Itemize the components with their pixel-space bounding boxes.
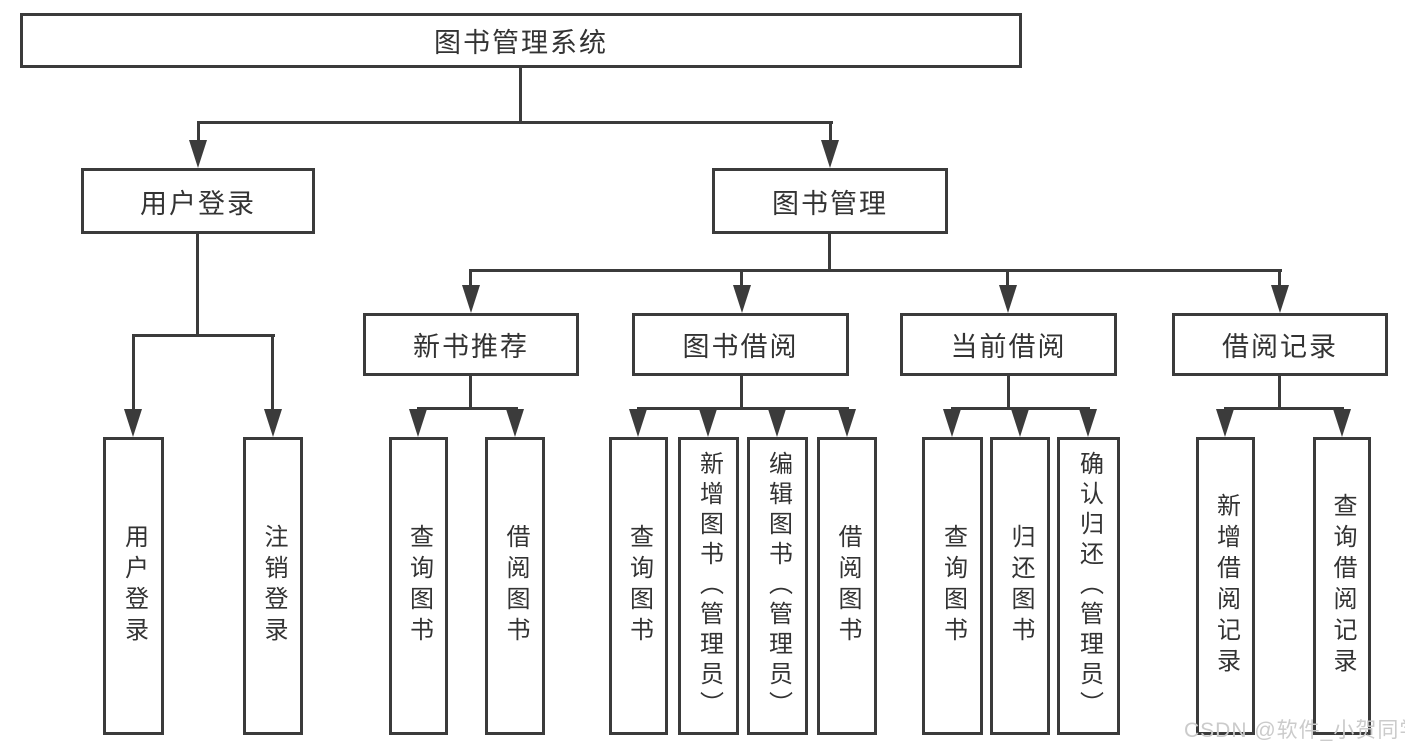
- node-book-borrow: 图书借阅: [632, 313, 849, 376]
- node-user-login: 用户登录: [81, 168, 315, 234]
- arrow-head-icon: [1271, 285, 1289, 313]
- connector-line: [197, 121, 833, 124]
- leaf-recommend-query-books: 查询图书: [389, 437, 448, 735]
- arrow-head-icon: [943, 409, 961, 437]
- arrow-head-icon: [629, 409, 647, 437]
- arrow-head-icon: [768, 409, 786, 437]
- node-root: 图书管理系统: [20, 13, 1022, 68]
- arrow-head-icon: [821, 140, 839, 168]
- node-borrow-record: 借阅记录: [1172, 313, 1388, 376]
- connector-line: [519, 68, 522, 122]
- leaf-confirm-return-admin: 确认归还（管理员）: [1057, 437, 1120, 735]
- leaf-recommend-borrow-books: 借阅图书: [485, 437, 545, 735]
- arrow-head-icon: [1333, 409, 1351, 437]
- connector-line: [132, 334, 275, 337]
- arrow-head-icon: [264, 409, 282, 437]
- arrow-head-icon: [124, 409, 142, 437]
- node-new-book-recommend: 新书推荐: [363, 313, 579, 376]
- leaf-edit-books-admin: 编辑图书（管理员）: [747, 437, 808, 735]
- connector-line: [469, 376, 472, 410]
- connector-line: [1224, 407, 1344, 410]
- connector-line: [132, 334, 135, 412]
- connector-line: [951, 407, 1090, 410]
- arrow-head-icon: [1216, 409, 1234, 437]
- arrow-head-icon: [189, 140, 207, 168]
- arrow-head-icon: [999, 285, 1017, 313]
- leaf-current-query-books: 查询图书: [922, 437, 983, 735]
- leaf-add-borrow-record: 新增借阅记录: [1196, 437, 1255, 735]
- watermark: CSDN @软件_小贺同学: [1184, 719, 1405, 742]
- leaf-add-books-admin: 新增图书（管理员）: [678, 437, 739, 735]
- arrow-head-icon: [699, 409, 717, 437]
- connector-line: [740, 269, 743, 289]
- node-current-borrow: 当前借阅: [900, 313, 1117, 376]
- connector-line: [469, 269, 472, 289]
- leaf-borrow-books: 借阅图书: [817, 437, 877, 735]
- arrow-head-icon: [838, 409, 856, 437]
- leaf-user-login: 用户登录: [103, 437, 164, 735]
- connector-line: [828, 234, 831, 272]
- connector-line: [829, 121, 832, 143]
- connector-line: [271, 334, 274, 412]
- arrow-head-icon: [506, 409, 524, 437]
- arrow-head-icon: [733, 285, 751, 313]
- connector-line: [417, 407, 518, 410]
- connector-line: [1007, 376, 1010, 410]
- arrow-head-icon: [1011, 409, 1029, 437]
- connector-line: [469, 269, 1282, 272]
- connector-line: [196, 234, 199, 337]
- leaf-logout: 注销登录: [243, 437, 303, 735]
- connector-line: [1006, 269, 1009, 289]
- arrow-head-icon: [1079, 409, 1097, 437]
- connector-line: [1278, 269, 1281, 289]
- node-book-management: 图书管理: [712, 168, 948, 234]
- leaf-return-books: 归还图书: [990, 437, 1050, 735]
- connector-line: [637, 407, 849, 410]
- leaf-query-borrow-record: 查询借阅记录: [1313, 437, 1371, 735]
- leaf-borrow-query-books: 查询图书: [609, 437, 668, 735]
- arrow-head-icon: [409, 409, 427, 437]
- connector-line: [1278, 376, 1281, 410]
- connector-line: [197, 121, 200, 143]
- arrow-head-icon: [462, 285, 480, 313]
- connector-line: [740, 376, 743, 410]
